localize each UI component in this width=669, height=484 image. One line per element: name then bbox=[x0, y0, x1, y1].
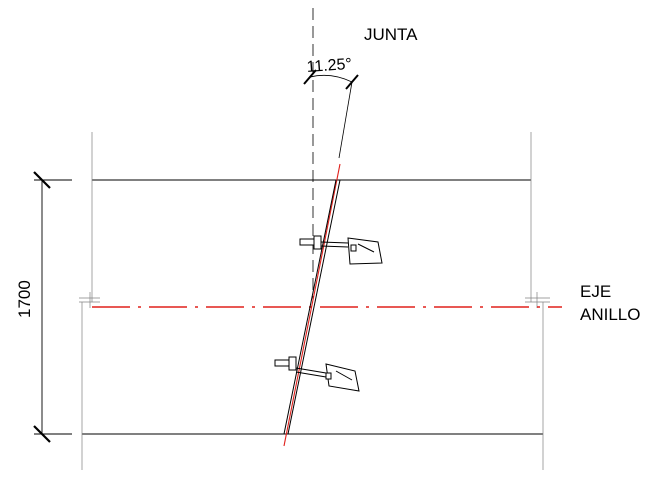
connector-lower bbox=[274, 356, 360, 392]
dimension-tick-top bbox=[33, 171, 51, 189]
angle-extension-line bbox=[338, 81, 353, 159]
extension-lines bbox=[79, 132, 550, 470]
joint-line-b bbox=[287, 179, 341, 435]
angle-arc bbox=[309, 74, 353, 83]
anillo-label: ANILLO bbox=[580, 305, 640, 324]
angle-tick-left bbox=[303, 69, 317, 85]
dimension-tick-bottom bbox=[33, 425, 51, 443]
connector-upper bbox=[299, 235, 383, 265]
junta-label: JUNTA bbox=[364, 25, 418, 44]
joint-red-line bbox=[283, 163, 341, 447]
angle-dimension bbox=[303, 69, 359, 159]
joint-line-a bbox=[283, 179, 337, 435]
angle-label: 11.25° bbox=[306, 56, 352, 76]
vertical-dimension bbox=[33, 171, 72, 443]
dimension-value: 1700 bbox=[15, 280, 34, 318]
inclined-joint bbox=[283, 163, 341, 447]
angle-tick-right bbox=[345, 74, 359, 90]
eje-label: EJE bbox=[580, 282, 611, 301]
